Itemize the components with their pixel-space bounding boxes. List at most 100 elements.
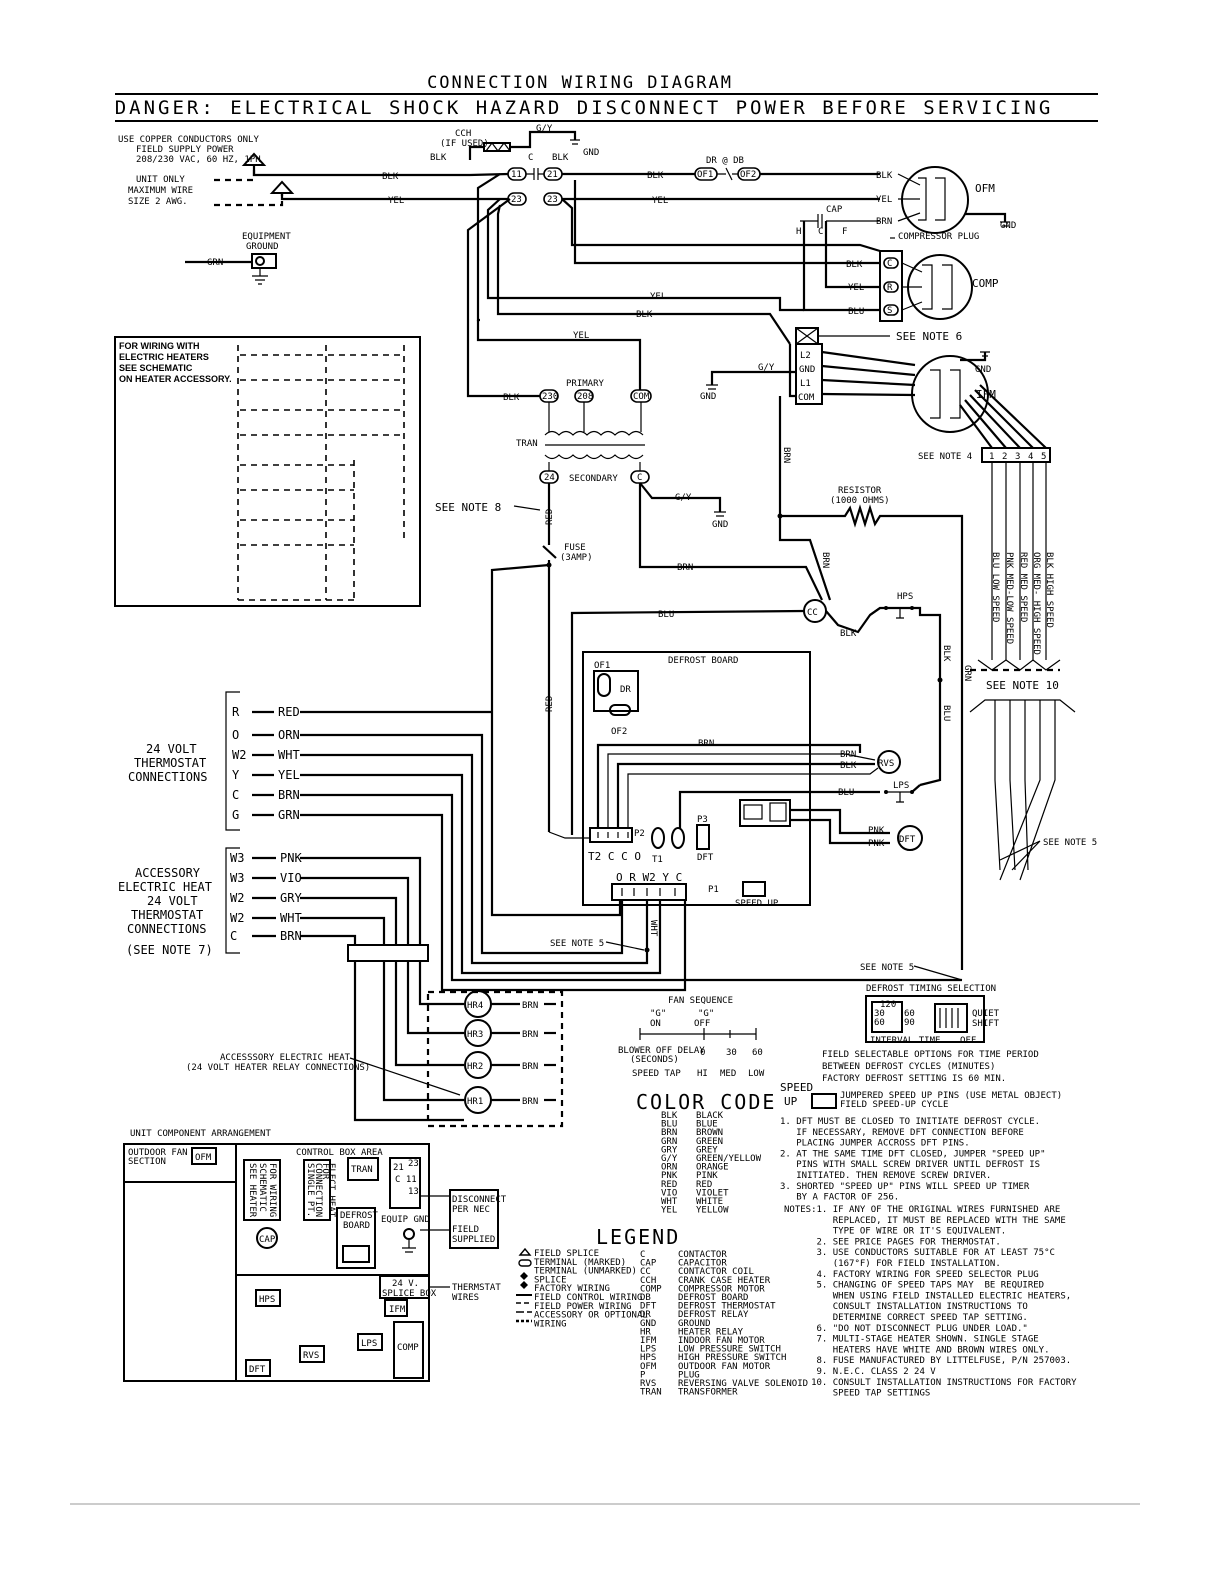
svg-text:COM: COM [798,393,815,403]
svg-text:UP: UP [784,1095,798,1108]
resistor [778,396,964,970]
svg-text:FOR WIRING WITH: FOR WIRING WITH [119,341,200,351]
svg-text:60: 60 [874,1018,885,1028]
svg-text:ON HEATER ACCESSORY.: ON HEATER ACCESSORY. [119,374,232,384]
svg-text:PER NEC: PER NEC [452,1205,490,1215]
fan-sequence-scale [639,1028,757,1040]
svg-text:BRN: BRN [698,739,714,749]
svg-text:BRN: BRN [677,563,693,573]
svg-text:HI: HI [697,1069,708,1079]
svg-text:DFT: DFT [899,835,916,845]
svg-text:FOR: FOR [320,1163,330,1180]
svg-text:G/Y: G/Y [675,493,692,503]
see-note-10: SEE NOTE 10 [986,679,1059,692]
svg-text:BLU: BLU [658,610,674,620]
legend-abbr: DB [640,1293,651,1303]
svg-text:F: F [842,227,847,237]
legend-abbr: HPS [640,1353,656,1363]
legend-abbr: P [640,1370,646,1380]
label-ofm: OFM [975,182,995,195]
compressor-plug [879,250,903,322]
color-code-abbr: WHT [661,1197,678,1207]
svg-text:YEL: YEL [650,292,666,302]
thermostat-terminal-label: G [232,808,239,822]
svg-text:SEE SCHEMATIC: SEE SCHEMATIC [119,363,193,373]
svg-text:DR: DR [620,685,631,695]
svg-text:SECTION: SECTION [128,1157,166,1167]
note-line: CONSULT INSTALLATION INSTRUCTIONS TO [784,1302,1028,1312]
svg-text:60: 60 [752,1048,763,1058]
legend-name: PLUG [678,1370,700,1380]
svg-text:OF1: OF1 [697,170,713,180]
legend-abbr: GND [640,1319,656,1329]
svg-text:FIELD SUPPLY POWER: FIELD SUPPLY POWER [136,145,234,155]
color-code-abbr: GRY [661,1145,678,1155]
disconnect-box [449,1189,499,1249]
svg-text:INTERVAL TIME: INTERVAL TIME [870,1036,940,1046]
legend-abbr: IFM [640,1336,657,1346]
svg-text:SUPPLIED: SUPPLIED [452,1235,495,1245]
color-code-abbr: BLK [661,1111,678,1121]
color-code-name: BLUE [696,1120,718,1130]
label-ground: GROUND [246,242,279,252]
svg-text:(SECONDS): (SECONDS) [630,1055,679,1065]
thermostat-terminal-label: O [232,728,239,742]
svg-text:PNK MED-LOW SPEED: PNK MED-LOW SPEED [1004,552,1014,644]
rvs-coil [877,750,901,774]
svg-text:C: C [637,473,642,483]
svg-text:SIZE 2 AWG.: SIZE 2 AWG. [128,197,188,207]
note-line: HEATERS HAVE WHITE AND BROWN WIRES ONLY. [784,1345,1050,1355]
label-resistor: RESISTOR [838,486,882,496]
svg-text:"G": "G" [698,1009,714,1019]
defrost-note-line: INITIATED. THEN REMOVE SCREW DRIVER. [780,1171,991,1181]
accessory-wire-color: GRY [280,891,302,905]
svg-text:TRAN: TRAN [351,1165,373,1175]
connector-p1 [611,883,687,901]
svg-text:BLK: BLK [840,629,857,639]
svg-text:BRN: BRN [781,447,791,463]
gnd-icon [980,351,990,357]
heater-relay-label: HR4 [467,1001,483,1011]
svg-text:BLK: BLK [876,171,893,181]
defrost-timing-title: DEFROST TIMING SELECTION [866,984,996,994]
svg-text:ORG MED- HIGH SPEED: ORG MED- HIGH SPEED [1031,552,1041,655]
defrost-note-line: PLACING JUMPER ACCROSS DFT PINS. [780,1139,970,1149]
legend-symbols [516,1247,532,1323]
accessory-wire-color: BRN [280,929,302,943]
svg-text:SHIFT: SHIFT [972,1019,1000,1029]
svg-text:208/230 VAC, 60 HZ, 1PH: 208/230 VAC, 60 HZ, 1PH [136,155,261,165]
accessory-heat-label: ACCESSSORY ELECTRIC HEAT [220,1053,351,1063]
legend-title: LEGEND [596,1225,680,1249]
svg-text:OUTDOOR FAN: OUTDOOR FAN [128,1148,188,1158]
field-power-wire-1 [214,165,256,182]
svg-text:21: 21 [547,170,558,180]
svg-text:C: C [818,227,823,237]
legend-symbol-label: TERMINAL (UNMARKED) [534,1267,637,1277]
svg-text:SPLICE BOX: SPLICE BOX [382,1289,437,1299]
legend-symbol-label: TERMINAL (MARKED) [534,1258,626,1268]
arr-cap [256,1227,278,1249]
svg-text:"G": "G" [650,1009,666,1019]
connector-p3 [696,824,710,850]
svg-text:BLK: BLK [636,310,653,320]
svg-text:BLK: BLK [430,153,447,163]
accessory-wire-color: WHT [280,911,302,925]
svg-text:YEL: YEL [848,283,864,293]
svg-text:LOW: LOW [748,1069,765,1079]
ground-screw-icon [255,256,265,266]
label-hps: HPS [897,592,913,602]
color-code-abbr: GRN [661,1137,677,1147]
svg-text:24 V.: 24 V. [392,1279,419,1289]
svg-text:GND: GND [975,365,991,375]
defrost-timing-panel [865,995,985,1043]
legend-abbr: COMP [640,1284,662,1294]
heater-relay-wire: BRN [522,1001,538,1011]
supply-notes: USE COPPER CONDUCTORS ONLY FIELD SUPPLY … [118,135,261,207]
legend-symbol-label: FIELD CONTROL WIRING [534,1293,642,1303]
heater-relay-wire: BRN [522,1030,538,1040]
svg-text:DEFROST: DEFROST [340,1211,379,1221]
svg-text:SPEED UP: SPEED UP [735,899,779,909]
